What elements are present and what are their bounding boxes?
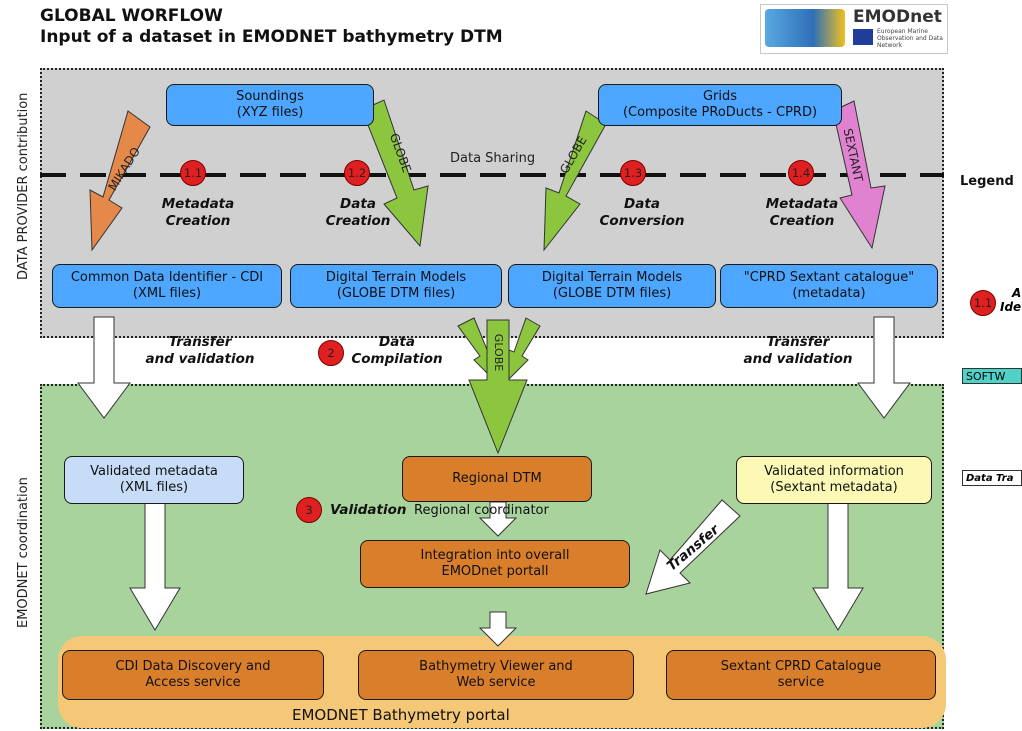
mikado-arrow: [89, 110, 151, 252]
compilation-arrow-main: [468, 319, 528, 455]
compilation-arrow-right: [503, 317, 541, 382]
regional-coordinator-label: Regional coordinator: [414, 503, 549, 518]
metadata-down-arrow: [129, 502, 181, 631]
step-label-1-4: Metadata Creation: [765, 196, 839, 229]
title-line-1: GLOBAL WORFLOW: [40, 6, 223, 26]
logo-subtext: European Marine Observation and Data Net…: [877, 28, 943, 49]
dtm-to-integration-arrow: [478, 501, 518, 537]
step-label-3: Validation: [330, 502, 407, 518]
sextant-catalogue-box[interactable]: Sextant CPRD Catalogue service: [666, 650, 936, 700]
step-badge-1-3: 1.3: [620, 160, 646, 186]
legend-step-text-1: A: [1012, 286, 1022, 300]
portal-label: EMODNET Bathymetry portal: [292, 706, 510, 724]
bathymetry-viewer-box[interactable]: Bathymetry Viewer and Web service: [358, 650, 634, 700]
step-badge-1-4: 1.4: [788, 160, 814, 186]
transfer-arrow-right: [857, 316, 911, 419]
integration-to-viewer-arrow: [478, 611, 518, 647]
step-badge-1-1: 1.1: [180, 160, 206, 186]
integration-portal-box: Integration into overall EMODnet portall: [360, 540, 630, 588]
eu-flag-icon: [853, 29, 873, 45]
validated-information-box: Validated information (Sextant metadata): [736, 456, 932, 504]
globe-arrow-2: [543, 110, 607, 252]
legend-step-text-2: Ide: [1000, 300, 1022, 314]
globe-dtm-box-1: Digital Terrain Models (GLOBE DTM files): [290, 264, 502, 308]
step-label-1-2: Data Creation: [325, 196, 391, 229]
transfer-arrow-left: [77, 316, 131, 419]
logo-waves-graphic: [765, 9, 845, 47]
soundings-box: Soundings (XYZ files): [166, 84, 374, 126]
cprd-sextant-box: "CPRD Sextant catalogue" (metadata): [720, 264, 938, 308]
cdi-discovery-service-box[interactable]: CDI Data Discovery and Access service: [62, 650, 324, 700]
legend-title: Legend: [960, 174, 1014, 189]
globe-center-label: GLOBE: [492, 333, 506, 372]
regional-dtm-box: Regional DTM: [402, 456, 592, 502]
grids-box: Grids (Composite PRoDucts - CPRD): [598, 84, 842, 126]
diagonal-transfer-arrow: [645, 499, 741, 595]
step-label-2: Data Compilation: [351, 334, 443, 367]
step-badge-2: 2: [318, 340, 344, 366]
logo-wordmark: EMODnet: [853, 7, 942, 27]
sextant-down-arrow: [812, 502, 864, 631]
legend-step-badge: 1.1: [970, 290, 996, 316]
diagram-title: GLOBAL WORFLOW Input of a dataset in EMO…: [40, 6, 503, 48]
sextant-arrow: [832, 100, 886, 250]
globe-dtm-box-2: Digital Terrain Models (GLOBE DTM files): [508, 264, 716, 308]
transfer-validation-label-left: Transfer and validation: [145, 334, 255, 367]
transfer-validation-label-right: Transfer and validation: [743, 334, 853, 367]
globe-arrow-1: [361, 99, 429, 248]
step-label-1-1: Metadata Creation: [161, 196, 235, 229]
validated-metadata-box: Validated metadata (XML files): [64, 456, 244, 504]
cdi-xml-box: Common Data Identifier - CDI (XML files): [52, 264, 282, 308]
title-line-2: Input of a dataset in EMODNET bathymetry…: [40, 27, 503, 47]
step-badge-3: 3: [296, 497, 322, 523]
legend-data-transfer: Data Tra: [962, 470, 1022, 486]
emodnet-logo: EMODnet European Marine Observation and …: [760, 4, 948, 54]
step-badge-1-2: 1.2: [344, 160, 370, 186]
data-sharing-label: Data Sharing: [450, 151, 536, 166]
step-label-1-3: Data Conversion: [599, 196, 685, 229]
legend-software-swatch: SOFTW: [962, 368, 1022, 384]
